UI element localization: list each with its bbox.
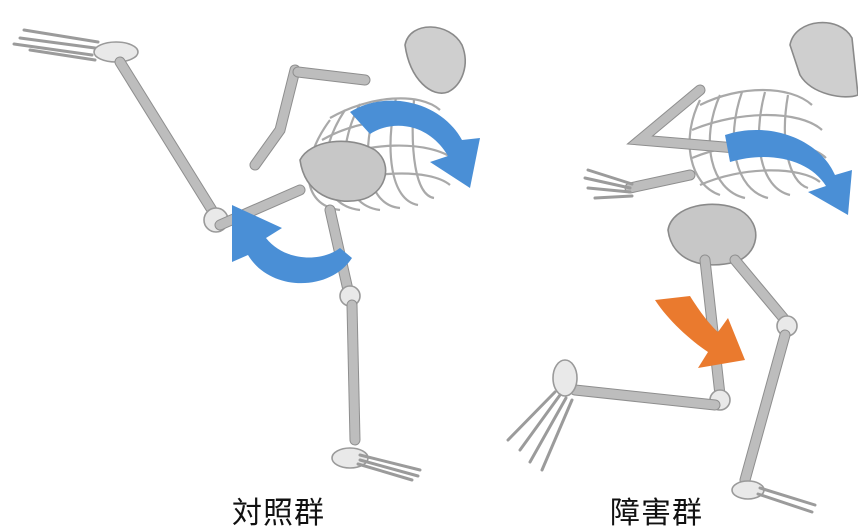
disorder-skeleton bbox=[508, 23, 858, 512]
disorder-front-foot bbox=[732, 481, 815, 512]
disorder-hand bbox=[585, 170, 632, 198]
control-standing-foot bbox=[332, 448, 420, 480]
disorder-back-foot bbox=[508, 360, 577, 470]
control-group-label: 対照群 bbox=[232, 488, 325, 532]
disorder-skull bbox=[790, 23, 858, 97]
orange-knee-arrow bbox=[655, 296, 745, 368]
disorder-pelvis bbox=[668, 204, 756, 265]
control-skeleton bbox=[14, 27, 480, 480]
control-skull bbox=[405, 27, 465, 93]
disorder-group-label: 障害群 bbox=[610, 488, 703, 532]
